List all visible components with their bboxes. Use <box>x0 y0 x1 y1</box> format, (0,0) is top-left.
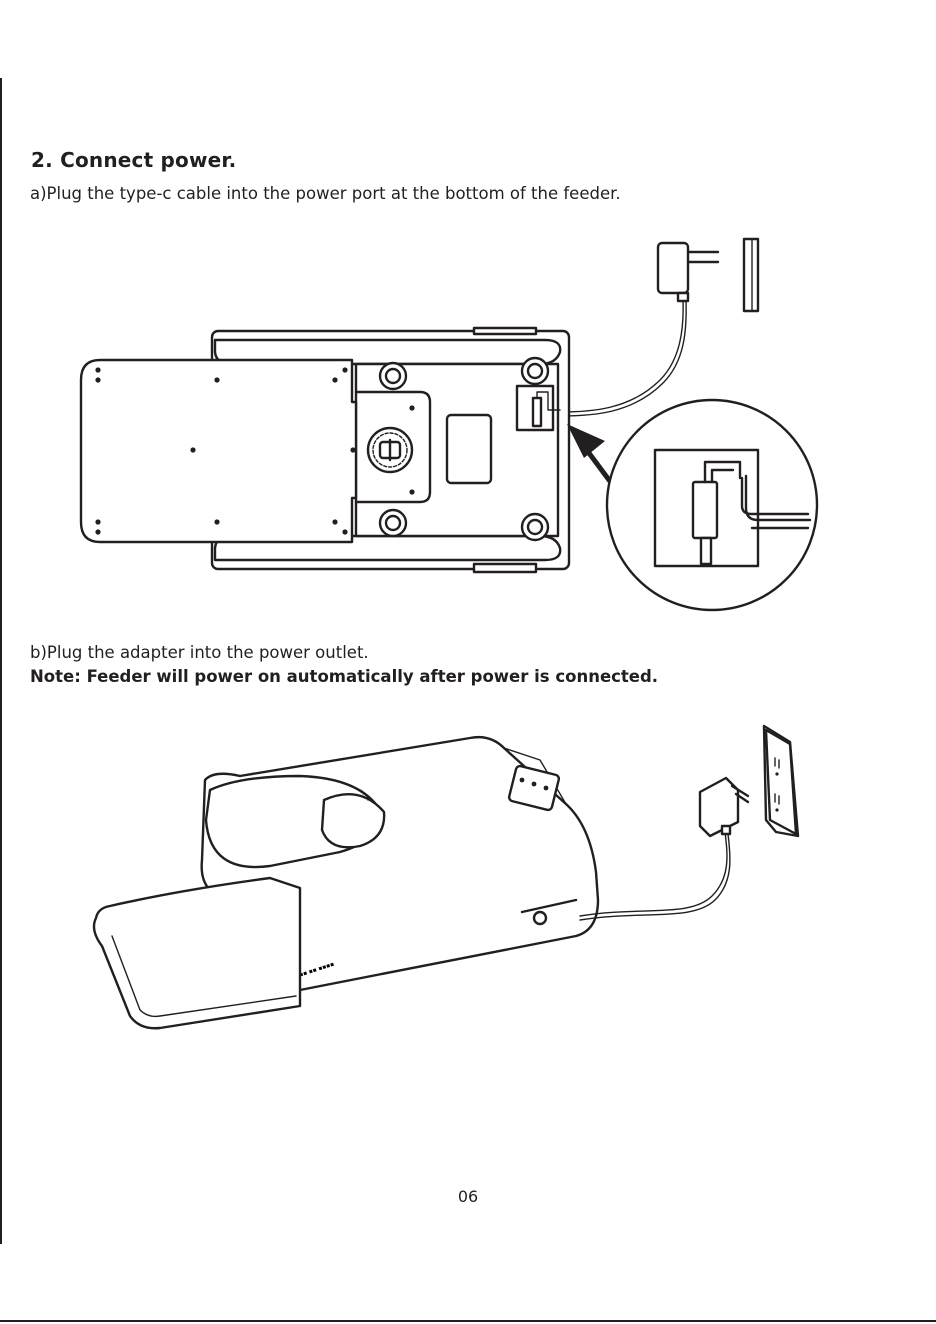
feeder-tray <box>94 878 300 1028</box>
wall-outlet-icon <box>764 726 798 836</box>
bottom-rule <box>0 1320 936 1322</box>
wall-adapter-icon <box>700 778 748 836</box>
page-number: 06 <box>0 1187 936 1206</box>
